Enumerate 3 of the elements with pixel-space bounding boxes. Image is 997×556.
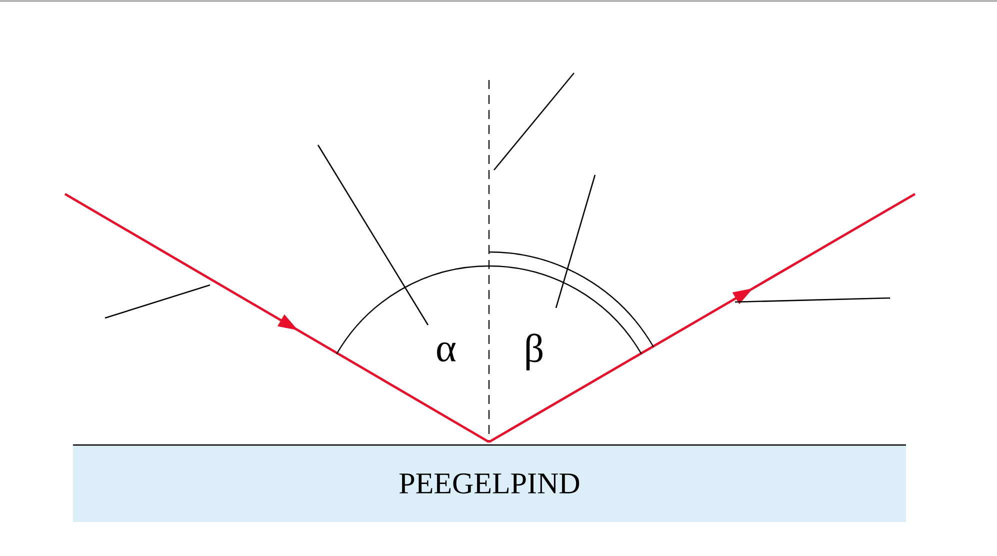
mirror-surface: PEEGELPIND	[73, 444, 906, 522]
angle-label: β	[526, 334, 542, 370]
angle-label: α	[437, 342, 456, 362]
